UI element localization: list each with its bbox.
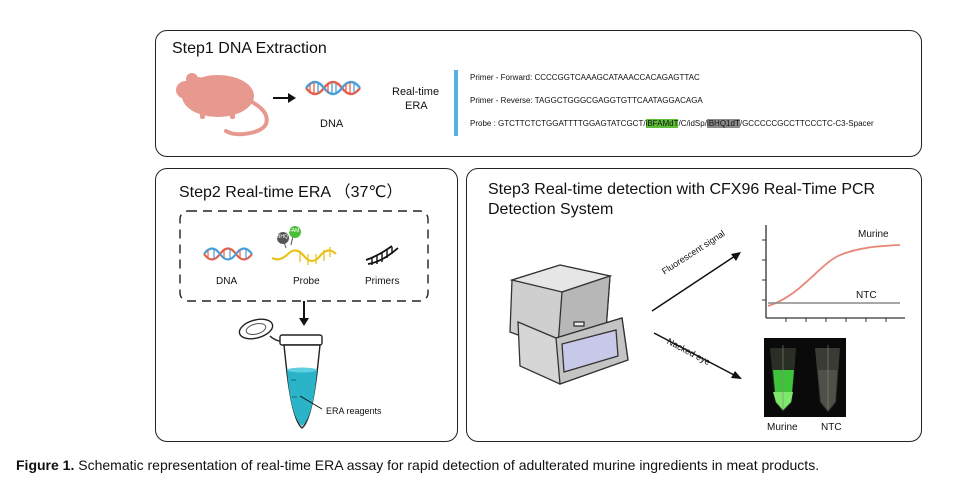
step1-panel: [155, 30, 922, 157]
probe-seq-suffix: /GCCCCCGCCTTCCCTC-C3-Spacer: [739, 119, 874, 128]
step1-title: Step1 DNA Extraction: [172, 40, 327, 57]
step3-title-line2: Detection System: [488, 201, 614, 218]
probe-bhq-label: iBHQ1dT: [706, 119, 740, 128]
bhq-tag: BHQ: [277, 234, 288, 240]
dna-helix-icon: [305, 80, 361, 96]
primer-reverse-seq: Primer - Reverse: TAGGCTGGGCGAGGTGTTCAAT…: [470, 96, 703, 105]
step2-dna-icon: [203, 247, 253, 261]
arrow-to-tube-photo: [653, 332, 742, 379]
era-reaction-tube: [238, 318, 323, 429]
cfx96-pcr-instrument: [509, 264, 629, 385]
dna-label: DNA: [320, 118, 344, 130]
ntc-curve-label: NTC: [856, 290, 877, 301]
tube-photo: [764, 338, 846, 417]
primers-icon: [365, 245, 399, 265]
era-label-line2: ERA: [405, 100, 428, 112]
probe-seq: Probe : GTCTTCTCTGGATTTTGGAGTATCGCT/iBFA…: [470, 119, 874, 128]
probe-seq-mid: /C/idSp/: [678, 119, 707, 128]
step2-panel: [155, 168, 458, 442]
probe-seq-prefix: Probe : GTCTTCTCTGGATTTTGGAGTATCGCT/: [470, 119, 646, 128]
figure-caption: Figure 1. Schematic representation of re…: [16, 457, 819, 473]
arrow-to-dna: [273, 93, 296, 103]
step2-dna-label: DNA: [216, 276, 238, 287]
arrow-to-fluorescent-curve: [651, 252, 741, 312]
probe-icon: [271, 226, 337, 265]
tube-ntc-label: NTC: [821, 422, 842, 433]
fam-fluorophore-icon: [289, 226, 301, 238]
caption-label: Figure 1.: [16, 457, 75, 473]
primers-label: Primers: [365, 276, 400, 287]
step3-panel: [466, 168, 922, 442]
tube-murine-label: Murine: [767, 422, 798, 433]
primer-forward-seq: Primer - Forward: CCCCGGTCAAAGCATAAACCAC…: [470, 73, 700, 82]
mouse-illustration: [176, 73, 269, 137]
sequence-divider-bar: [454, 70, 458, 136]
amplification-plot: [762, 225, 905, 322]
era-label-line1: Real-time: [392, 86, 440, 98]
murine-curve-label: Murine: [858, 229, 889, 240]
era-reagents-label: ERA reagents: [326, 406, 382, 416]
murine-amplification-curve: [767, 244, 901, 307]
fam-tag: FAM: [289, 228, 300, 234]
probe-fam-label: iBFAMdT: [645, 119, 679, 128]
caption-text: Schematic representation of real-time ER…: [74, 457, 820, 473]
probe-label: Probe: [293, 276, 320, 287]
bhq-quencher-icon: [277, 232, 289, 244]
step2-title: Step2 Real-time ERA （37℃）: [179, 184, 403, 201]
step3-title-line1: Step3 Real-time detection with CFX96 Rea…: [488, 181, 876, 198]
arrow-to-tube: [299, 301, 309, 326]
